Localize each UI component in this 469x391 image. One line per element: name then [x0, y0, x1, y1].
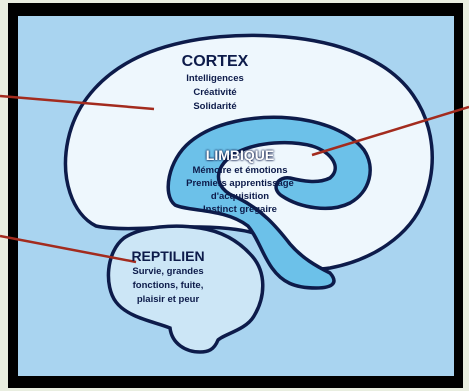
reptilian-label: REPTILIEN Survie, grandes fonctions, fui…: [113, 247, 223, 307]
cortex-line: Intelligences: [160, 72, 270, 86]
limbic-title: LIMBIQUE: [180, 146, 300, 164]
limbic-line: Premiers apprentissage: [180, 177, 300, 190]
limbic-line: Instinct grégaire: [180, 203, 300, 216]
limbic-line: Mémoire et émotions: [180, 164, 300, 177]
reptilian-line: Survie, grandes: [113, 265, 223, 279]
limbic-line: d'acquisition: [180, 190, 300, 203]
limbic-label: LIMBIQUE Mémoire et émotions Premiers ap…: [180, 146, 300, 216]
cortex-title: CORTEX: [160, 52, 270, 72]
reptilian-line: fonctions, fuite,: [113, 279, 223, 293]
reptilian-title: REPTILIEN: [113, 247, 223, 265]
cortex-line: Créativité: [160, 86, 270, 100]
cortex-label: CORTEX Intelligences Créativité Solidari…: [160, 52, 270, 114]
cortex-line: Solidarité: [160, 100, 270, 114]
reptilian-line: plaisir et peur: [113, 293, 223, 307]
